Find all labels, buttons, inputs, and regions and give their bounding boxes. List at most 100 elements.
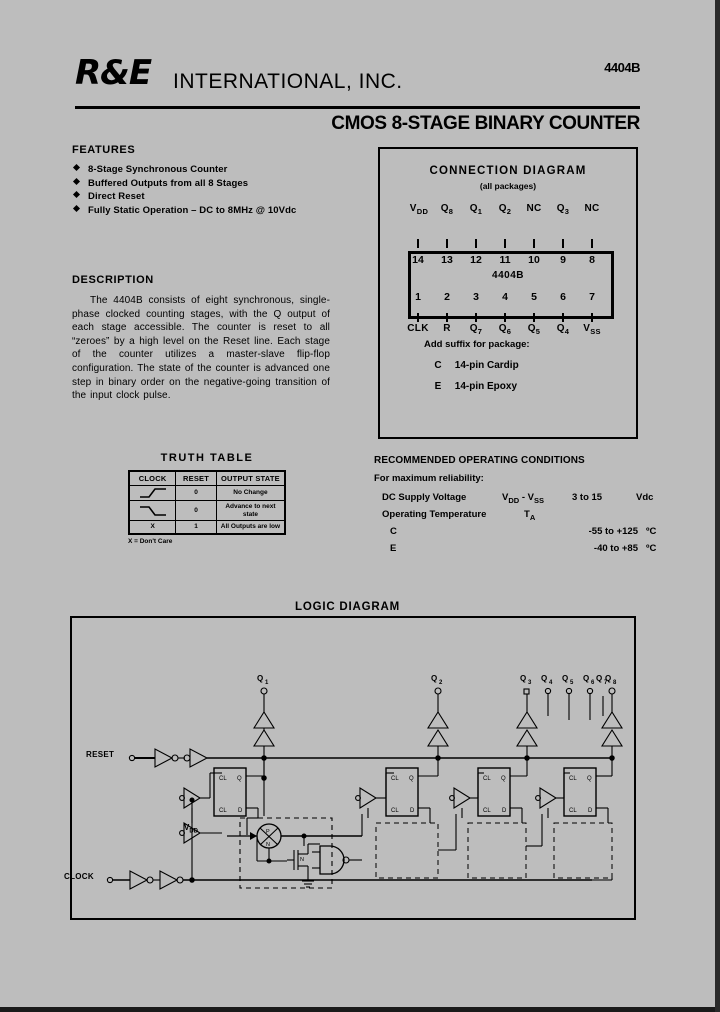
grade-unit-e: ºC <box>646 543 657 554</box>
svg-text:D: D <box>410 808 415 814</box>
cell-output-state: Advance to next state <box>215 500 286 521</box>
logic-diagram-svg: CL Q CL D Q 1 <box>106 674 623 890</box>
svg-text:1: 1 <box>265 680 269 686</box>
operating-conditions-subheading: For maximum reliability: <box>374 473 484 484</box>
svg-text:Q: Q <box>583 674 589 683</box>
svg-text:CL: CL <box>391 776 399 782</box>
truth-table-section: TRUTH TABLE CLOCK RESET OUTPUT STATE 0 N… <box>128 452 286 545</box>
grade-unit-c: ºC <box>646 526 657 537</box>
pin-number-7: 7 <box>589 291 595 303</box>
package-suffix-heading: Add suffix for package: <box>424 339 530 350</box>
features-section: FEATURES 8-Stage Synchronous Counter Buf… <box>72 144 362 217</box>
pin-label-nc-8: NC <box>584 203 600 214</box>
operating-temperature-row: Operating Temperature TA <box>374 509 664 526</box>
truth-table: CLOCK RESET OUTPUT STATE 0 No Change <box>128 470 286 535</box>
suffix-key-c: C <box>434 360 442 371</box>
description-heading: DESCRIPTION <box>72 274 154 286</box>
feature-label: Buffered Outputs from all 8 Stages <box>88 177 249 189</box>
truth-table-note: X = Don't Care <box>128 537 173 545</box>
svg-text:Q: Q <box>541 674 547 683</box>
part-number: 4404B <box>604 60 640 75</box>
svg-text:Q: Q <box>431 674 437 683</box>
svg-text:8: 8 <box>613 680 617 686</box>
cell-clock-rising <box>128 485 177 501</box>
diamond-bullet-icon <box>72 190 81 199</box>
svg-text:CL: CL <box>483 808 491 814</box>
features-list: 8-Stage Synchronous Counter Buffered Out… <box>72 163 362 217</box>
list-item: 8-Stage Synchronous Counter <box>72 163 362 177</box>
svg-text:Q: Q <box>587 776 592 782</box>
pin-number-4: 4 <box>502 291 508 303</box>
svg-text:CL: CL <box>219 808 227 814</box>
logic-vdd-label: VDD <box>184 823 199 835</box>
dip-package: 4404B VDD Q8 Q1 Q2 NC Q3 NC <box>407 203 614 336</box>
package-suffix-row: C 14-pin Cardip <box>424 360 624 371</box>
operating-conditions-heading: RECOMMENDED OPERATING CONDITIONS <box>374 455 585 466</box>
temperature-grade-c-row: C -55 to +125 ºC <box>374 526 664 543</box>
table-row: 0 Advance to next state <box>128 500 286 521</box>
cell-clock-falling <box>128 500 177 521</box>
description-section: DESCRIPTION The 4404B consists of eight … <box>72 274 330 403</box>
company-name: INTERNATIONAL, INC. <box>173 70 403 93</box>
svg-text:Q: Q <box>257 674 263 683</box>
dip-top-pin-numbers: 14 13 12 11 10 9 8 <box>408 254 608 270</box>
pin-number-1: 1 <box>415 291 421 303</box>
pin-label-q7: Q7 <box>469 323 483 336</box>
supply-voltage-row: DC Supply Voltage VDD - VSS 3 to 15 Vdc <box>374 492 664 509</box>
svg-text:Q: Q <box>237 776 242 782</box>
pin-label-q5: Q5 <box>527 323 541 336</box>
page-title: CMOS 8-STAGE BINARY COUNTER <box>331 113 640 134</box>
connection-diagram-title: CONNECTION DIAGRAM <box>429 165 587 177</box>
svg-text:4: 4 <box>549 680 553 686</box>
pin-label-q6: Q6 <box>498 323 512 336</box>
table-row: 0 No Change <box>128 485 286 501</box>
pin-number-13: 13 <box>441 254 453 266</box>
logic-diagram: CL Q CL D Q 1 <box>64 616 636 920</box>
feature-label: 8-Stage Synchronous Counter <box>88 164 228 175</box>
svg-text:CL: CL <box>391 808 399 814</box>
supply-voltage-label: DC Supply Voltage <box>382 492 467 503</box>
description-body: The 4404B consists of eight synchronous,… <box>72 295 330 402</box>
column-header-clock: CLOCK <box>128 470 177 486</box>
pin-label-vdd: VDD <box>409 203 429 216</box>
pin-label-r: R <box>443 323 451 334</box>
suffix-desc-e: 14-pin Epoxy <box>454 381 518 392</box>
company-logo: R&E <box>75 53 152 93</box>
grade-range-c: -55 to +125 <box>588 526 638 537</box>
cell-reset: 1 <box>175 520 217 534</box>
diamond-bullet-icon <box>72 204 81 212</box>
svg-text:5: 5 <box>570 680 574 686</box>
operating-temperature-label: Operating Temperature <box>382 509 487 520</box>
logic-clock-label: CLOCK <box>64 872 94 881</box>
suffix-desc-c: 14-pin Cardip <box>454 360 519 371</box>
svg-text:6: 6 <box>591 680 595 686</box>
pin-number-2: 2 <box>444 291 450 303</box>
diamond-bullet-icon <box>72 177 81 185</box>
svg-text:N: N <box>300 857 304 863</box>
diamond-bullet-icon <box>72 163 81 172</box>
package-suffix-block: Add suffix for package: C 14-pin Cardip … <box>424 339 624 392</box>
supply-voltage-symbol: VDD - VSS <box>502 492 544 505</box>
table-row: X 1 All Outputs are low <box>128 520 286 534</box>
connection-diagram-subtitle: (all packages) <box>479 181 537 191</box>
truth-table-title: TRUTH TABLE <box>160 452 254 464</box>
svg-text:7: 7 <box>604 680 608 686</box>
list-item: Buffered Outputs from all 8 Stages <box>72 177 362 191</box>
cell-output-state: All Outputs are low <box>215 520 286 534</box>
svg-text:CL: CL <box>483 776 491 782</box>
svg-text:D: D <box>238 808 243 814</box>
supply-voltage-value: 3 to 15 <box>572 492 603 503</box>
features-heading: FEATURES <box>72 144 136 156</box>
svg-text:N: N <box>266 842 270 848</box>
rising-edge-icon <box>139 488 166 498</box>
pin-number-11: 11 <box>499 254 511 266</box>
supply-voltage-unit: Vdc <box>636 492 654 503</box>
cell-clock-dontcare: X <box>128 520 177 534</box>
svg-text:P: P <box>266 829 270 835</box>
pin-label-q2: Q2 <box>498 203 512 216</box>
svg-text:Q: Q <box>562 674 568 683</box>
operating-temperature-symbol: TA <box>524 509 536 522</box>
logic-reset-label: RESET <box>86 750 115 759</box>
column-header-reset: RESET <box>175 470 217 486</box>
